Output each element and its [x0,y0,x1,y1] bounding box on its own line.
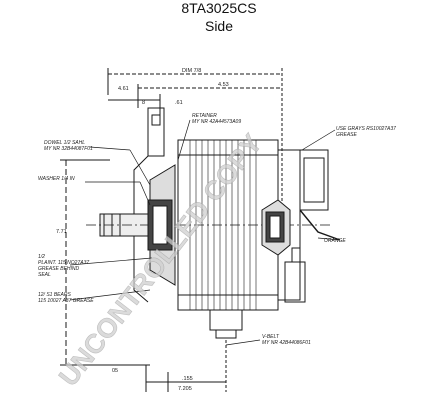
overall-dim-label: DIM 7/8 [182,68,201,74]
dim-a-label: 4.53 [218,82,229,88]
bottom-dim-2-label: 7.205 [178,386,192,392]
dim-c-label: 8 [142,100,145,106]
dim-d-label: .61 [175,100,183,106]
bottom-dim-1-label: .155 [182,376,193,382]
stator-laminations [189,140,257,310]
front-flange [147,107,165,157]
view-subtitle: Side [204,18,234,34]
bottom-mount [209,309,243,331]
part-number-title: 8TA3025CS [181,0,257,16]
bottom-left-dim-label: 05 [112,368,118,374]
rear-housing [278,149,301,301]
washer-callout: WASHER 1/4 IN [38,176,75,182]
orange-callout: ORANGE [324,238,346,244]
regulator-box [299,149,329,211]
dim-b-label: 4.61 [118,86,129,92]
height-dim-label: 7.71 [56,229,67,235]
